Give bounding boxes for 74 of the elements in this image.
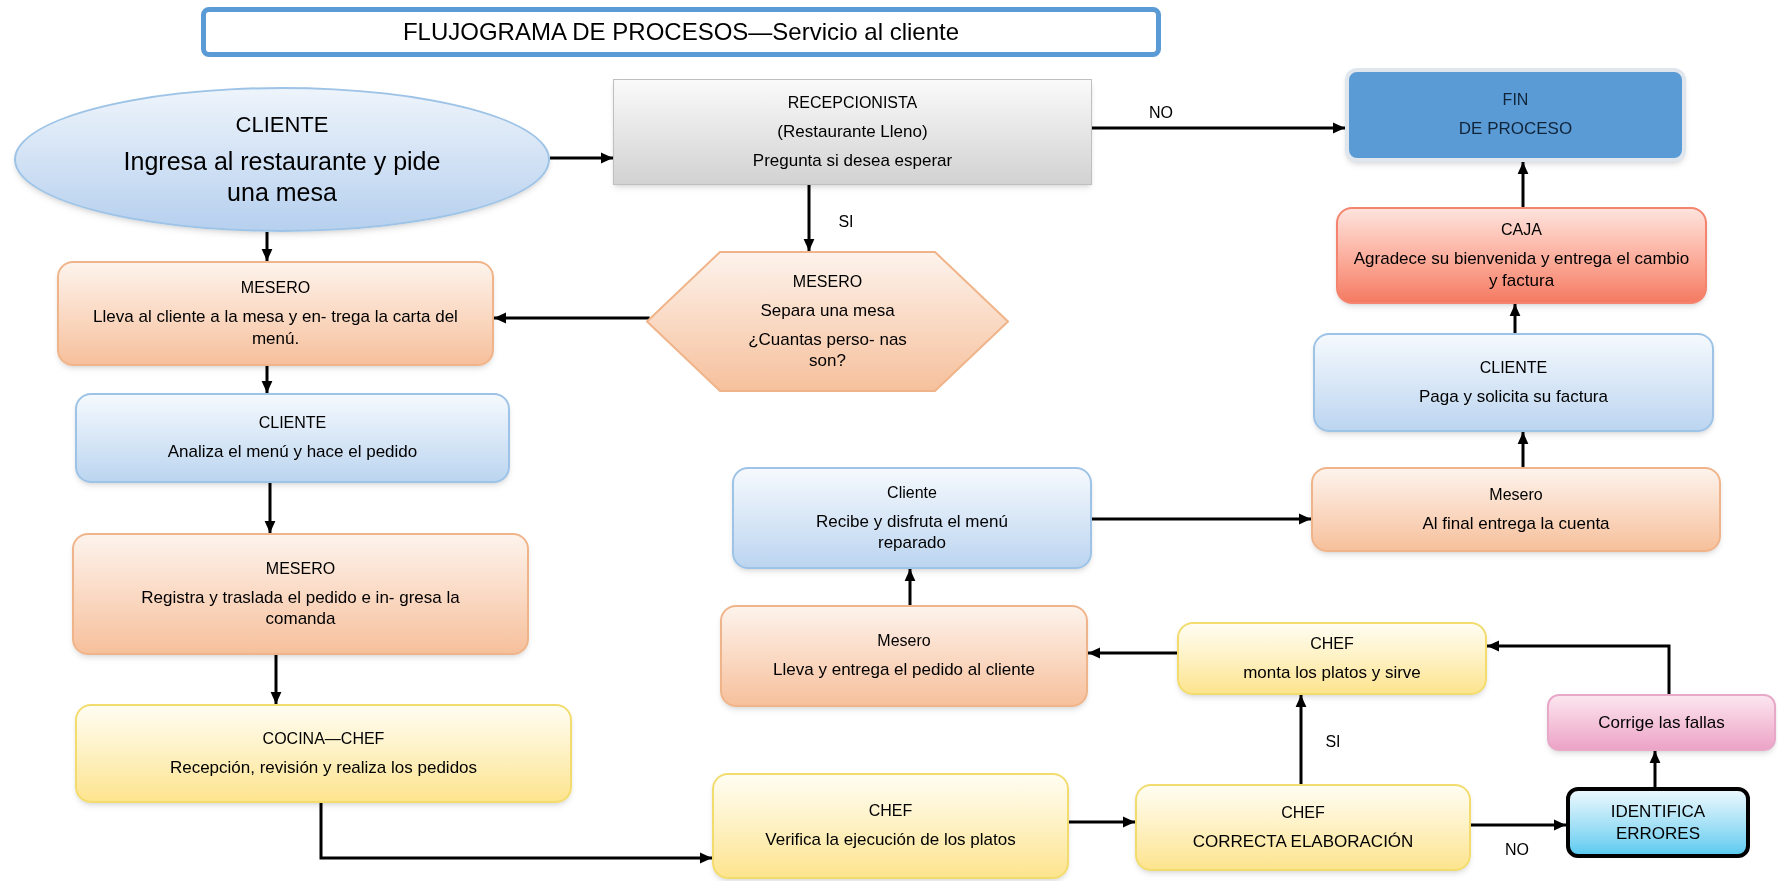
arrow <box>803 185 815 251</box>
arrow <box>1092 513 1311 525</box>
node-text: Al final entrega la cuenta <box>1422 512 1610 535</box>
arrow <box>319 803 712 864</box>
node-heading: CLIENTE <box>235 110 329 138</box>
arrow <box>261 366 273 393</box>
arrow <box>1517 432 1529 467</box>
process-box <box>75 393 510 483</box>
arrow <box>1471 819 1566 831</box>
arrow <box>1092 122 1345 134</box>
node-heading: RECEPCIONISTA <box>787 92 918 113</box>
process-box <box>72 533 529 655</box>
node-text: monta los platos y sirve <box>1243 661 1421 684</box>
node-heading: Mesero <box>877 631 931 652</box>
arrow <box>494 312 650 324</box>
arrow <box>1295 695 1307 784</box>
arrow <box>1649 751 1661 787</box>
node-heading: Cliente <box>887 482 937 503</box>
arrow <box>264 483 276 533</box>
node-heading: CAJA <box>1501 220 1542 241</box>
node-heading: CLIENTE <box>258 413 327 434</box>
arrow <box>1069 816 1135 828</box>
arrow <box>1088 647 1177 659</box>
arrow <box>1509 304 1521 333</box>
node-text: (Restaurante Lleno) <box>777 120 928 142</box>
arrow <box>1517 162 1529 207</box>
node-text: ¿Cuantas perso- nas son? <box>747 328 908 372</box>
node-heading: CLIENTE <box>1479 357 1548 378</box>
node-text: Paga y solicita su factura <box>1419 385 1608 408</box>
decision-hexagon <box>646 251 1009 392</box>
process-box <box>1311 467 1721 552</box>
process-box <box>75 704 572 803</box>
node-text: Agradece su bienvenida y entrega el cambio y factura <box>1352 248 1691 291</box>
node-text: DE PROCESO <box>1458 118 1573 140</box>
node-heading: CHEF <box>1310 633 1354 654</box>
arrow <box>904 569 916 605</box>
node-heading: FIN <box>1502 90 1529 111</box>
node-heading: MESERO <box>265 558 336 579</box>
node-text: Lleva y entrega el pedido al cliente <box>773 659 1035 681</box>
process-box <box>1547 694 1776 751</box>
process-box <box>712 773 1069 879</box>
node-heading: CHEF <box>1281 802 1325 823</box>
process-box <box>1313 333 1714 432</box>
arrow <box>549 152 613 164</box>
node-text: Verifica la ejecución de los platos <box>765 829 1016 851</box>
arrow <box>261 231 273 261</box>
node-text: Registra y traslada el pedido e in- gresa la comanda <box>140 586 461 630</box>
node-heading: COCINA—CHEF <box>262 728 385 749</box>
process-box <box>613 79 1092 185</box>
process-box <box>1566 787 1750 858</box>
node-text: IDENTIFICA ERRORES <box>1609 801 1707 844</box>
node-text: Recibe y disfruta el menú reparado <box>815 510 1009 554</box>
node-heading: Mesero <box>1489 484 1543 505</box>
decision-box <box>1135 784 1471 871</box>
process-box <box>720 605 1088 707</box>
process-box <box>1177 622 1487 695</box>
arrow <box>270 655 282 704</box>
end-box <box>1345 68 1686 162</box>
title: FLUJOGRAMA DE PROCESOS—Servicio al cliente <box>201 7 1161 57</box>
process-box <box>732 467 1092 569</box>
node-heading: MESERO <box>240 278 311 299</box>
node-text: Lleva al cliente a la mesa y en- trega la carta del menú. <box>92 306 459 349</box>
node-heading: CHEF <box>868 801 913 822</box>
node-text: Ingresa al restaurante y pide una mesa <box>122 146 442 209</box>
node-text: Separa una mesa <box>760 299 895 321</box>
node-text: CORRECTA ELABORACIÓN <box>1192 830 1414 853</box>
process-box <box>1336 207 1707 304</box>
node-text: Recepción, revisión y realiza los pedidos <box>169 756 478 779</box>
process-box <box>57 261 494 366</box>
node-text: Analiza el menú y hace el pedido <box>167 441 418 463</box>
node-text: Pregunta si desea esperar <box>752 150 953 172</box>
arrow <box>1487 640 1671 694</box>
node-text: Corrige las fallas <box>1598 711 1725 734</box>
node-heading: MESERO <box>792 271 863 292</box>
